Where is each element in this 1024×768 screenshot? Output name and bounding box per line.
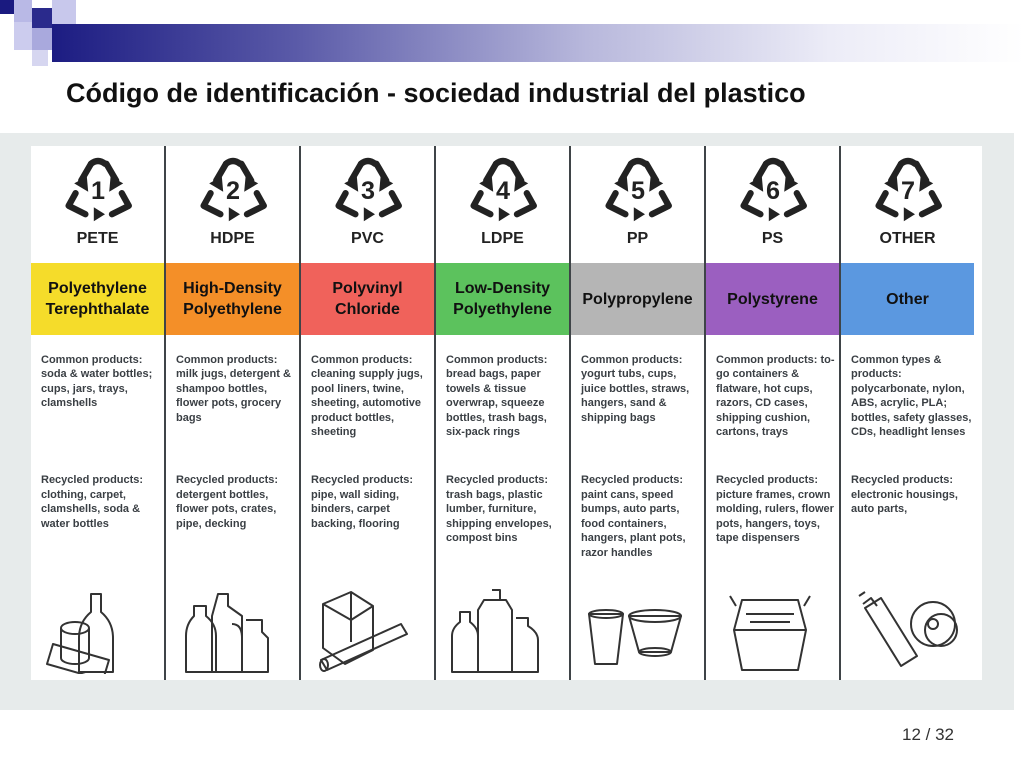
common-products-text: Common products: cleaning supply jugs, p… bbox=[311, 354, 423, 439]
recycle-triangle-icon: 3 bbox=[335, 157, 402, 222]
box-and-roll-icon bbox=[319, 591, 408, 672]
code-number: 2 bbox=[226, 177, 240, 205]
jugs-icon bbox=[185, 593, 269, 673]
recycle-triangle-icon: 7 bbox=[875, 157, 942, 222]
recycled-products-text: Recycled products: clothing, carpet, cla… bbox=[41, 474, 144, 530]
recycled-products-text: Recycled products: pipe, wall siding, bi… bbox=[311, 474, 414, 530]
code-number: 5 bbox=[631, 177, 645, 205]
recycled-products-text: Recycled products: electronic housings, … bbox=[851, 474, 958, 516]
common-products-text: Common types & products: polycarbonate, … bbox=[851, 354, 972, 439]
common-products-text: Common products: yogurt tubs, cups, juic… bbox=[581, 354, 690, 424]
code-number: 6 bbox=[766, 177, 780, 205]
decor-square bbox=[32, 8, 52, 28]
recycle-triangle-icon: 5 bbox=[605, 157, 672, 222]
decor-square bbox=[0, 0, 14, 14]
code-abbreviation: HDPE bbox=[210, 230, 255, 247]
resin-name-band: Polypropylene bbox=[571, 263, 704, 335]
common-products-text: Common products: bread bags, paper towel… bbox=[446, 354, 548, 439]
clamshell-icon bbox=[729, 595, 811, 671]
recycle-triangle-icon: 4 bbox=[470, 157, 537, 222]
resin-name-band: Polyvinyl Chloride bbox=[301, 263, 434, 335]
resin-name-band: Polyethylene Terephthalate bbox=[31, 263, 164, 335]
recycle-triangle-icon: 1 bbox=[65, 157, 132, 222]
recycled-products-text: Recycled products: detergent bottles, fl… bbox=[176, 474, 279, 530]
decor-square bbox=[14, 0, 32, 22]
bottles-icon bbox=[46, 593, 114, 674]
code-abbreviation: OTHER bbox=[879, 230, 936, 247]
cups-icon bbox=[588, 609, 682, 665]
decor-square bbox=[32, 28, 52, 50]
code-number: 4 bbox=[496, 177, 510, 205]
code-abbreviation: LDPE bbox=[481, 230, 524, 247]
code-number: 1 bbox=[91, 177, 105, 205]
recycled-products-text: Recycled products: paint cans, speed bum… bbox=[581, 474, 686, 559]
code-abbreviation: PP bbox=[626, 230, 649, 247]
recycled-products-text: Recycled products: picture frames, crown… bbox=[716, 474, 834, 545]
page-number: 12 / 32 bbox=[902, 725, 954, 744]
common-products-text: Common products: soda & water bottles; c… bbox=[41, 354, 153, 410]
decor-square bbox=[52, 0, 76, 24]
code-number: 3 bbox=[361, 177, 375, 205]
slide-title: Código de identificación - sociedad indu… bbox=[66, 78, 806, 108]
code-abbreviation: PVC bbox=[351, 230, 384, 247]
common-products-text: Common products: milk jugs, detergent & … bbox=[176, 354, 291, 424]
resin-name-band: Low-Density Polyethylene bbox=[436, 263, 569, 335]
resin-name-band: High-Density Polyethylene bbox=[166, 263, 299, 335]
code-abbreviation: PS bbox=[761, 230, 784, 247]
resin-name-band: Other bbox=[841, 263, 974, 335]
code-abbreviation: PETE bbox=[76, 230, 119, 247]
decor-square bbox=[14, 22, 32, 50]
recycle-triangle-icon: 2 bbox=[200, 157, 267, 222]
decor-square bbox=[32, 50, 48, 66]
squeeze-bottles-icon bbox=[451, 589, 539, 673]
common-products-text: Common products: to-go containers & flat… bbox=[716, 354, 835, 439]
spray-and-cd-icon bbox=[858, 591, 958, 667]
code-number: 7 bbox=[901, 177, 915, 205]
resin-name-band: Polystyrene bbox=[706, 263, 839, 335]
header-band bbox=[52, 24, 1024, 62]
recycled-products-text: Recycled products: trash bags, plastic l… bbox=[446, 474, 552, 545]
recycle-triangle-icon: 6 bbox=[740, 157, 807, 222]
